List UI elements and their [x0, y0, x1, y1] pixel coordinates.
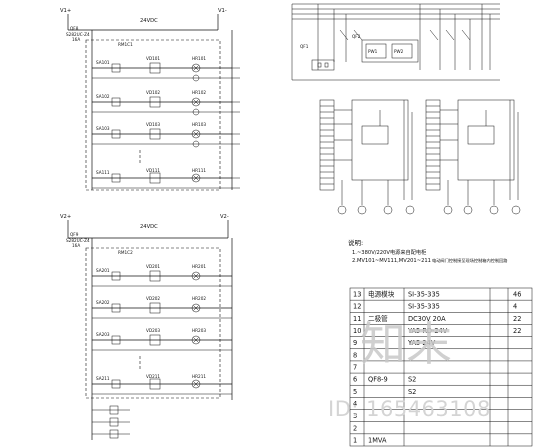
drawing-notes: 说明: 1.~380V/220V电源来自配电柜 2.MV101~MV111,MV…	[348, 238, 508, 264]
valve-label: VD203	[146, 328, 160, 333]
watermark-brand: 知末	[360, 317, 452, 371]
table-cell-no: 4	[353, 400, 357, 408]
table-cell-spec: YA5 24V	[407, 339, 436, 347]
circuit-row-bottom-2: SA202 VD202 HR202	[92, 296, 232, 319]
table-cell-no: 13	[353, 291, 361, 299]
valve-label: VD211	[146, 374, 160, 379]
lamp-label: HR201	[192, 264, 206, 269]
table-cell-no: 7	[353, 364, 357, 372]
table-cell-name: 1MVA	[368, 436, 387, 444]
valve-label: VD202	[146, 296, 160, 301]
control-circuit-bottom: V2+ V2- 24VDC QF9 S282UC-Z4 16A RM1C2 SA…	[60, 214, 233, 440]
valve-label: VD102	[146, 90, 160, 95]
lamp-label: HR211	[192, 374, 206, 379]
table-cell-no: 3	[353, 412, 357, 420]
table-cell-qty: 22	[513, 315, 521, 323]
breaker-label-qf2: QF2	[352, 34, 361, 39]
valve-label: VD101	[146, 56, 160, 61]
breaker-model-bottom: S282UC-Z4	[66, 238, 90, 243]
table-cell-no: 9	[353, 339, 357, 347]
table-cell-qty: 22	[513, 327, 521, 335]
circuit-row-top-4: SA111 VD111 HR111	[92, 168, 232, 189]
table-cell-no: 1	[353, 436, 357, 444]
module-label-pw1: PW1	[368, 49, 378, 54]
circuit-row-bottom-1: SA201 VD201 HR201	[92, 264, 232, 287]
watermark-id: ID: 165463108	[328, 397, 491, 421]
notes-line-1: 1.~380V/220V电源来自配电柜	[352, 248, 426, 256]
voltage-label-top: 24VDC	[140, 18, 158, 24]
table-cell-no: 10	[353, 327, 361, 335]
valve-label: VD111	[146, 168, 160, 173]
table-cell-spec: SI-35-335	[408, 303, 440, 311]
table-cell-spec: S2	[408, 388, 416, 396]
power-distribution-panel: QF1 QF2 PW1 PW2	[291, 3, 500, 81]
lamp-label: HR111	[192, 168, 206, 173]
circuit-row-top-2: SA102 VD102 HR102	[92, 90, 232, 116]
lamp-label: HR103	[192, 122, 206, 127]
table-cell-spec: SI-35-335	[408, 291, 440, 299]
control-circuit-top: V1+ V1- 24VDC QF8 S282UC-Z4 16A RM1C1 SA…	[60, 8, 240, 191]
breaker-label-qf8: QF8	[70, 26, 79, 31]
table-cell-no: 6	[353, 376, 357, 384]
voltage-label-bottom: 24VDC	[140, 224, 158, 230]
lamp-label: HR203	[192, 328, 206, 333]
module-label-top: RM1C1	[118, 42, 133, 47]
circuit-row-top-1: SA101 VD101 HR101	[92, 56, 232, 82]
switch-label: SA202	[96, 300, 110, 305]
table-cell-no: 5	[353, 388, 357, 396]
table-cell-name: QF8-9	[368, 376, 388, 384]
breaker-rating-top: 16A	[72, 37, 80, 42]
module-label-bottom: RM1C2	[118, 250, 133, 255]
switch-label: SA103	[96, 126, 110, 131]
table-cell-spec: S2	[408, 376, 416, 384]
module-label-pw2: PW2	[394, 49, 404, 54]
table-cell-spec: DC30V 20A	[408, 315, 446, 323]
switch-label: SA111	[96, 170, 110, 175]
table-cell-no: 2	[353, 424, 357, 432]
table-cell-no: 11	[353, 315, 361, 323]
terminal-diagram-right	[425, 99, 521, 215]
switch-label: SA102	[96, 94, 110, 99]
table-cell-qty: 46	[513, 291, 521, 299]
breaker-label-qf9: QF9	[70, 232, 79, 237]
notes-line-2-tail: 电动阀门控制接至现场控制箱内控制回路	[432, 257, 508, 264]
breaker-model-top: S282UC-Z4	[66, 32, 90, 37]
lamp-label: HR202	[192, 296, 206, 301]
table-cell-name: 二极管	[368, 314, 388, 323]
table-cell-qty: 4	[513, 303, 517, 311]
circuit-row-bottom-4: SA211 VD211 HR211	[92, 374, 232, 395]
notes-heading: 说明:	[348, 238, 363, 247]
bus-label-v1-plus: V1+	[60, 8, 71, 14]
bus-label-v2-minus: V2-	[220, 214, 229, 220]
switch-label: SA211	[96, 376, 110, 381]
circuit-row-bottom-3: SA203 VD203 HR203	[92, 328, 232, 351]
table-cell-no: 12	[353, 303, 361, 311]
lamp-label: HR102	[192, 90, 206, 95]
breaker-label-qf1: QF1	[300, 44, 309, 49]
circuit-row-top-3: SA103 VD103 HR103	[92, 122, 232, 148]
terminal-diagram-left	[319, 99, 415, 215]
breaker-rating-bottom: 16A	[72, 243, 80, 248]
valve-label: VD201	[146, 264, 160, 269]
notes-line-2: 2.MV101~MV111,MV201~211	[352, 258, 431, 264]
table-cell-name: 电源模块	[368, 290, 395, 299]
lamp-label: HR101	[192, 56, 206, 61]
bus-label-v2-plus: V2+	[60, 214, 71, 220]
switch-label: SA101	[96, 60, 110, 65]
table-cell-spec: YA5 RD-24V	[407, 327, 448, 335]
switch-label: SA203	[96, 332, 110, 337]
watermark: 知末 ID: 165463108	[328, 317, 491, 421]
switch-label: SA201	[96, 268, 110, 273]
bus-label-v1-minus: V1-	[218, 8, 227, 14]
table-cell-no: 8	[353, 351, 357, 359]
valve-label: VD103	[146, 122, 160, 127]
